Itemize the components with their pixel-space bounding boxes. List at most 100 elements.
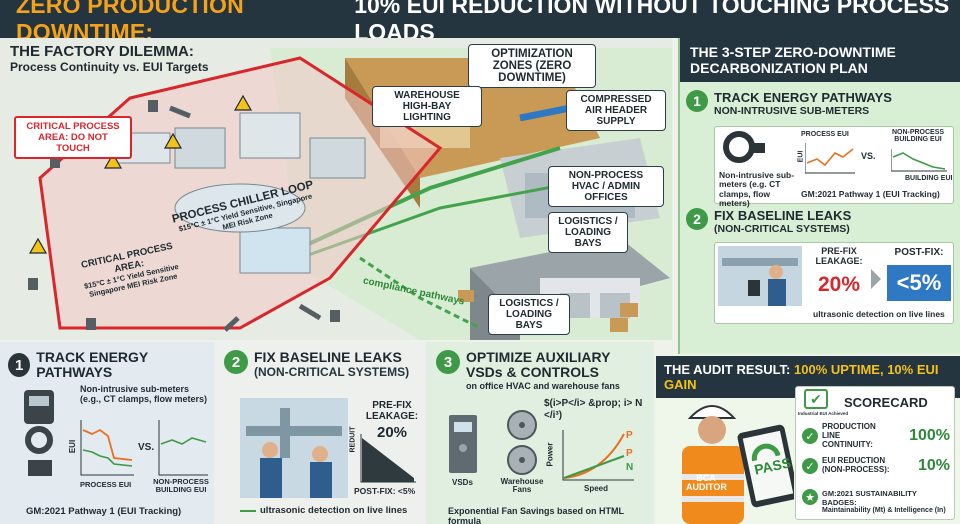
score-row1-label: PRODUCTION LINE CONTINUITY: [822, 422, 876, 449]
score-row2-value: 10% [917, 457, 950, 474]
bottom-step3-speed: Speed [584, 484, 609, 493]
bottom-step3-title: OPTIMIZE AUXILIARY VSDs & CONTROLS [466, 349, 611, 381]
plan-step2-header: 2 FIX BASELINE LEAKS (NON-CRITICAL SYSTE… [686, 208, 851, 235]
bottom-step3-header: 3 OPTIMIZE AUXILIARY VSDs & CONTROLS on … [436, 349, 646, 391]
factory-scene: THE FACTORY DILEMMA: Process Continuity … [0, 38, 672, 340]
plan-step1-process-eui: PROCESS EUI [801, 131, 849, 138]
plan-step2-sub: (NON-CRITICAL SYSTEMS) [714, 223, 850, 235]
plan-step1-header: 1 TRACK ENERGY PATHWAYS NON-INTRUSIVE SU… [686, 90, 892, 117]
nonprocess-eui-chart [891, 149, 947, 172]
bottom-step3-sub-prefix: on [466, 380, 480, 391]
critical-tag: CRITICAL PROCESS AREA: DO NOT TOUCH [14, 116, 132, 159]
bottom-step3-sub-b1: office HVAC [479, 380, 531, 391]
arrow-right-icon [871, 269, 881, 289]
bottom-step2-footnote: ultrasonic detection on live lines [260, 505, 408, 516]
bottom-step3-sub-mid: and [530, 380, 552, 391]
auditor-illustration [682, 405, 794, 524]
score-row-eui: ✓ EUI REDUCTION (NON-PROCESS): 10% [802, 456, 950, 475]
leak-technician-illustration [718, 246, 802, 306]
badge-check-icon: ✔ [804, 389, 828, 409]
plan-step2-post-value: <5% [887, 265, 951, 301]
plan-step1-num: 1 [686, 90, 708, 112]
bottom-step2: 2 FIX BASELINE LEAKS (NON-CRITICAL SYSTE… [214, 342, 426, 524]
score-row-badges: ★ GM:2021 SUSTAINABILITY BADGES: Maintai… [802, 489, 950, 514]
bottom-step3-sub: on office HVAC and warehouse fans [466, 381, 646, 391]
title-bar: ZERO PRODUCTION DOWNTIME: 10% EUI REDUCT… [0, 0, 960, 45]
compressed-air-label: COMPRESSED AIR HEADER SUPPLY [566, 90, 666, 131]
plan-step1-meter-text: Non-intrusive sub-meters (e.g. CT clamps… [719, 170, 795, 209]
bottom-step2-footnote-row: ultrasonic detection on live lines [240, 505, 407, 516]
logistics-label-2: LOGISTICS / LOADING BAYS [488, 294, 570, 335]
bottom-step1-title: TRACK ENERGY PATHWAYS [36, 349, 149, 381]
bottom-step3: 3 OPTIMIZE AUXILIARY VSDs & CONTROLS on … [426, 342, 654, 524]
ct-clamp-icon [723, 131, 765, 163]
plan-step1-nonprocess-eui: NON-PROCESS BUILDING EUI [891, 129, 945, 143]
bottom-step3-sub-b2: warehouse fans [551, 380, 620, 391]
leak-reduction-chart [360, 434, 416, 483]
bottom-step3-num: 3 [436, 350, 460, 374]
plan-step2-num: 2 [686, 208, 708, 230]
badge-caption: Industrial EUI Achieved [798, 411, 849, 416]
bottom-step2-pre-label: PRE-FIX LEAKAGE: [365, 400, 419, 422]
bottom-step3-p-label-2: P [626, 448, 633, 459]
plan-step2-pre-label: PRE-FIX LEAKAGE: [815, 246, 863, 266]
plan-step1-card: Non-intrusive sub-meters (e.g. CT clamps… [714, 126, 954, 208]
leak-detection-illustration [240, 398, 348, 498]
badge-icon: ★ [802, 489, 818, 505]
bottom-step1-meter-text: Non-intrusive sub-meters (e.g., CT clamp… [80, 384, 208, 405]
plan-step1-building-eui: BUILDING EUI [905, 175, 953, 182]
bottom-step1-vs: VS. [138, 442, 155, 453]
optimization-zones-label: OPTIMIZATION ZONES (ZERO DOWNTIME) [468, 44, 596, 88]
bottom-step3-n-label: N [626, 462, 634, 473]
plan-step2-card: PRE-FIX LEAKAGE: 20% POST-FIX: <5% ultra… [714, 242, 954, 324]
bottom-step2-axis: REDUIT [349, 426, 357, 453]
score-row1-value: 100% [909, 427, 950, 445]
score-row3-label: GM:2021 SUSTAINABILITY BADGES: [822, 489, 917, 507]
vest-label: BCA AUDITOR [686, 473, 727, 492]
warehouse-label: WAREHOUSE HIGH-BAY LIGHTING [372, 86, 482, 127]
hvac-label: NON-PROCESS HVAC / ADMIN OFFICES [548, 166, 664, 207]
arrow-icon [240, 509, 256, 512]
plan-step2-footnote: ultrasonic detection on live lines [813, 309, 945, 319]
plan-step1-eui-axis: EUI [797, 150, 805, 163]
dilemma-box: THE FACTORY DILEMMA: Process Continuity … [10, 43, 230, 74]
bottom-step1-footnote: GM:2021 Pathway 1 (EUI Tracking) [26, 506, 182, 517]
bottom-step3-fans: Warehouse Fans [500, 477, 544, 495]
bottom-step3-p-label-1: P [626, 430, 633, 441]
process-eui-chart [805, 143, 855, 174]
warehouse-fan-icon [507, 410, 537, 475]
plan-step2-post-label: POST-FIX: [894, 247, 944, 258]
check-icon: ✓ [802, 458, 818, 474]
bottom-nonprocess-eui-chart [158, 420, 208, 476]
bottom-process-eui-chart [80, 420, 134, 476]
bottom-step3-formula: $(i>P</i> &prop; i> N </i³) [544, 398, 643, 421]
scorecard-title: SCORECARD [844, 395, 928, 410]
bottom-step2-sub: (NON-CRITICAL SYSTEMS) [254, 365, 410, 380]
scorecard: ✔ Industrial EUI Achieved SCORECARD ✓ PR… [795, 386, 955, 520]
plan-step1-sub: NON-INTRUSIVE SUB-METERS [714, 105, 870, 117]
plan-step2-title: FIX BASELINE LEAKS [714, 208, 852, 223]
audit-heading-prefix: THE AUDIT RESULT: [664, 362, 794, 377]
bottom-step1-num: 1 [8, 353, 31, 378]
fan-law-chart [562, 430, 634, 481]
plan-step1-vs: VS. [861, 151, 876, 161]
audit-heading-highlight: 100% UPTIME, 10% EUI GAIN [664, 362, 939, 392]
vsd-icon [449, 415, 477, 473]
sub-meter-icon [24, 390, 54, 476]
bottom-step1-nonprocess-eui: NON-PROCESS BUILDING EUI [153, 477, 209, 494]
dilemma-sub: Process Continuity vs. EUI Targets [10, 59, 209, 74]
score-row3-sub: Maintainability (Mt) & Intelligence (In) [822, 507, 946, 514]
bottom-step2-pre-value: 20% [376, 424, 408, 441]
bottom-step3-footnote: Exponential Fan Savings based on HTML fo… [448, 506, 624, 524]
bottom-step2-post-label: POST-FIX: <5% [354, 486, 416, 496]
check-icon: ✓ [802, 428, 818, 445]
plan-step1-title: TRACK ENERGY PATHWAYS [714, 90, 892, 105]
logistics-label-1: LOGISTICS / LOADING BAYS [548, 212, 628, 253]
score-row2-label: EUI REDUCTION (NON-PROCESS): [822, 456, 890, 474]
bottom-step1: 1 TRACK ENERGY PATHWAYS Non-intrusive su… [0, 342, 214, 524]
score-row-continuity: ✓ PRODUCTION LINE CONTINUITY: 100% [802, 422, 950, 449]
bottom-step2-title: FIX BASELINE LEAKS [254, 349, 402, 365]
plan-heading: THE 3-STEP ZERO-DOWNTIME DECARBONIZATION… [680, 38, 960, 83]
plan-panel: THE 3-STEP ZERO-DOWNTIME DECARBONIZATION… [678, 38, 960, 354]
bottom-step2-num: 2 [224, 350, 248, 374]
